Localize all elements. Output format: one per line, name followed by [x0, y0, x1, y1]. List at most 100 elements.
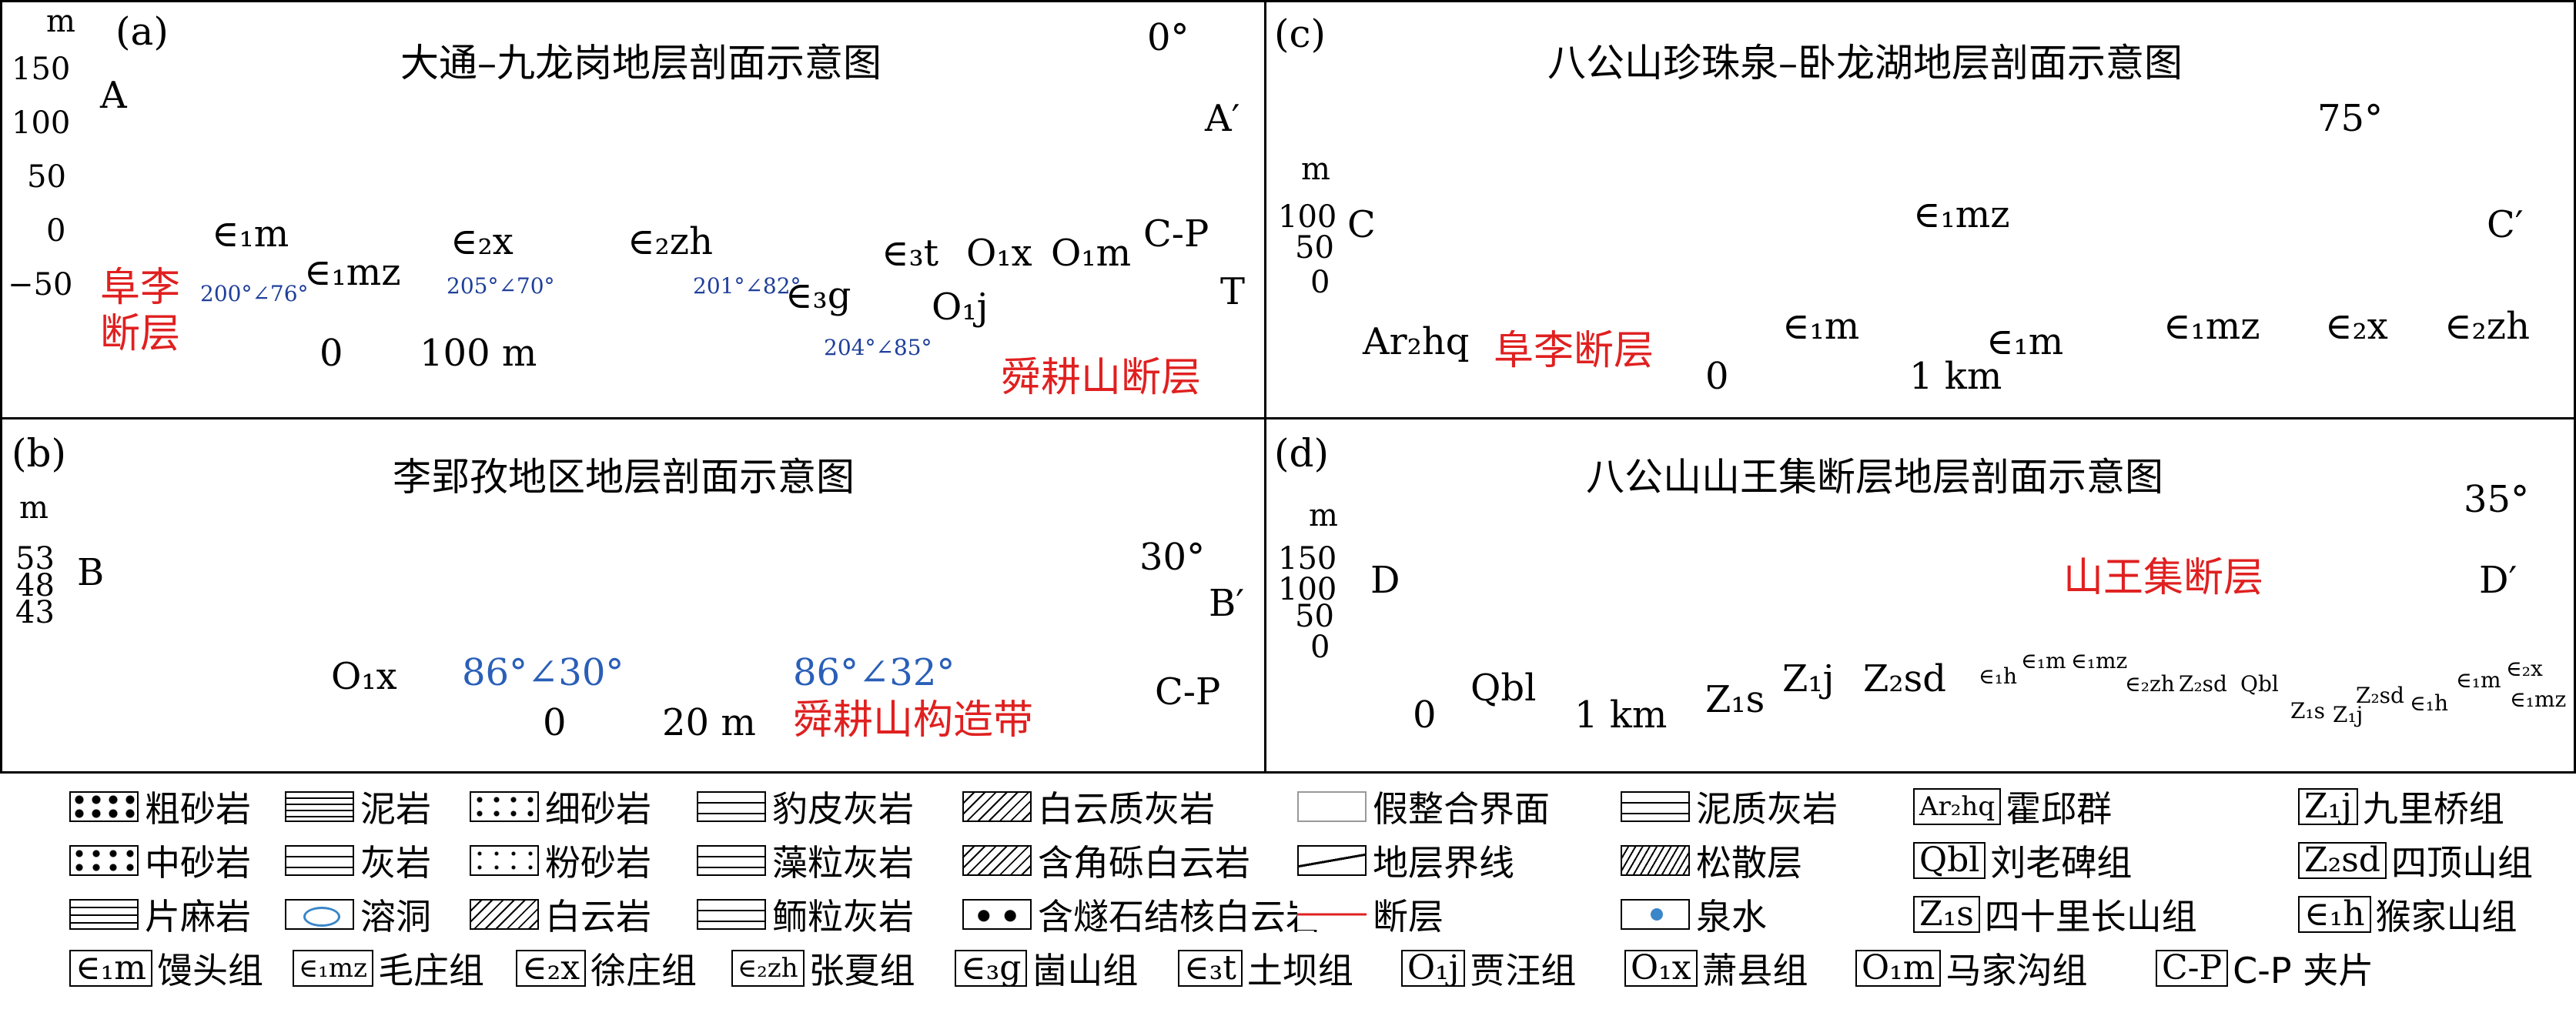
- stratum-label: C-P: [1155, 670, 1221, 714]
- panel-b-fault-label: 舜耕山构造带: [793, 697, 1034, 744]
- stratum-label: ∈₂zh: [2125, 671, 2175, 697]
- stratum-label: O₁m: [1051, 232, 1132, 275]
- gneiss-swatch: [69, 899, 139, 930]
- panel-b-tick: 43: [15, 595, 55, 630]
- stratum-label: Z₂sd: [1863, 657, 1946, 700]
- panel-d-label: (d): [1274, 431, 1330, 476]
- loose-layer-swatch: [1621, 845, 1690, 876]
- dolomitic-limestone-swatch: [962, 791, 1032, 822]
- attitude-label: 86°∠32°: [793, 651, 955, 694]
- panel-a-scale-0: 0: [319, 332, 343, 375]
- panel-a-unit: m: [46, 4, 75, 39]
- panel-a-label: (a): [115, 9, 169, 54]
- breccia-dolomite-swatch: [962, 845, 1032, 876]
- panel-d-title: 八公山山王集断层地层剖面示意图: [1586, 455, 2163, 500]
- legend-item: 泉水: [1621, 895, 1767, 937]
- panel-b-scale-1: 20 m: [662, 701, 756, 744]
- legend-item: 藻粒灰岩: [697, 841, 914, 884]
- panel-c-scale-1: 1 km: [1909, 355, 2002, 398]
- stratum-label: ∈₁mz: [2071, 648, 2128, 673]
- chert-nodule-dolomite-swatch: [962, 899, 1032, 930]
- legend-item: 豹皮灰岩: [697, 787, 914, 830]
- panel-b: [0, 417, 1266, 774]
- stratum-label: Z₂sd: [2356, 683, 2404, 708]
- panel-b-end-left: B: [77, 551, 105, 594]
- panel-c-tick: 100: [1278, 199, 1337, 235]
- attitude-label: 201°∠82°: [693, 273, 801, 299]
- spring-swatch: [1621, 899, 1690, 930]
- panel-b-end-right: B′: [1209, 582, 1245, 625]
- leopard-limestone-swatch: [697, 791, 766, 822]
- panel-d-tick: 100: [1278, 572, 1337, 607]
- panel-a-tick: 0: [46, 213, 66, 249]
- panel-c-fault-label: 阜李断层: [1494, 328, 1654, 374]
- argillaceous-limestone-swatch: [1621, 791, 1690, 822]
- panel-a-scale-1: 100 m: [420, 332, 537, 375]
- stratum-label: T: [1220, 270, 1246, 313]
- stratum-label: ∈₁m: [212, 212, 289, 256]
- panel-d-tick: 0: [1310, 630, 1330, 665]
- attitude-label: 204°∠85°: [824, 335, 932, 360]
- legend-item: 含角砾白云岩: [962, 841, 1250, 884]
- stratum-label: ∈₂x: [2325, 305, 2388, 348]
- stratum-label: ∈₂x: [450, 220, 514, 263]
- legend-item: 粗砂岩: [69, 787, 251, 830]
- stratum-boundary-swatch: [1297, 845, 1367, 876]
- algal-limestone-swatch: [697, 845, 766, 876]
- stratum-label: ∈₁mz: [1913, 193, 2010, 236]
- stratum-label: Z₁j: [2333, 702, 2364, 727]
- panel-d-end-left: D: [1370, 559, 1400, 602]
- panel-b-label: (b): [12, 431, 67, 476]
- legend-item: 溶洞: [285, 895, 431, 937]
- legend-item: 白云岩: [470, 895, 651, 937]
- panel-c-scale-0: 0: [1705, 355, 1729, 398]
- stratum-label: ∈₂x: [2506, 656, 2543, 681]
- panel-a: [0, 0, 1266, 419]
- stratum-label: ∈₁mz: [2163, 305, 2260, 348]
- panel-a-title: 大通–九龙岗地层剖面示意图: [400, 41, 882, 85]
- stratum-label: ∈₂zh: [627, 220, 713, 263]
- legend-item: 细砂岩: [470, 787, 651, 830]
- panel-b-tick: 53: [15, 541, 55, 577]
- legend-item: 粉砂岩: [470, 841, 651, 884]
- panel-b-tick: 48: [15, 568, 55, 603]
- panel-a-tick: 50: [27, 159, 66, 195]
- stratum-label: ∈₁h: [2410, 690, 2448, 716]
- legend-item: 鲕粒灰岩: [697, 895, 914, 937]
- stratum-label: Z₁s: [1705, 678, 1765, 721]
- legend-item: 断层: [1297, 895, 1444, 937]
- panel-c: [1264, 0, 2576, 419]
- stratum-label: ∈₁m: [1782, 305, 1860, 348]
- panel-d-scale-1: 1 km: [1574, 693, 1668, 737]
- coarse-sandstone-swatch: [69, 791, 139, 822]
- stratum-label: ∈₁m: [2456, 667, 2501, 693]
- stratum-label: ∈₁h: [1979, 663, 2017, 689]
- stratum-label: Z₁s: [2290, 698, 2326, 724]
- cave-icon: [303, 907, 340, 927]
- spring-icon: [1651, 908, 1663, 921]
- panel-b-title: 李郢孜地区地层剖面示意图: [393, 455, 855, 500]
- panel-a-tick: 150: [12, 52, 71, 87]
- legend-item: 松散层: [1621, 841, 1802, 884]
- legend-item: 中砂岩: [69, 841, 251, 884]
- fine-sandstone-swatch: [470, 791, 539, 822]
- attitude-label: 86°∠30°: [462, 651, 624, 694]
- panel-c-tick: 50: [1295, 230, 1334, 266]
- legend-item: 泥岩: [285, 787, 431, 830]
- panel-d-end-right: D′: [2479, 559, 2517, 602]
- fault-swatch: [1297, 899, 1367, 930]
- panel-a-tick: 100: [12, 105, 71, 141]
- panel-d-tick: 150: [1278, 541, 1337, 577]
- limestone-swatch: [285, 845, 354, 876]
